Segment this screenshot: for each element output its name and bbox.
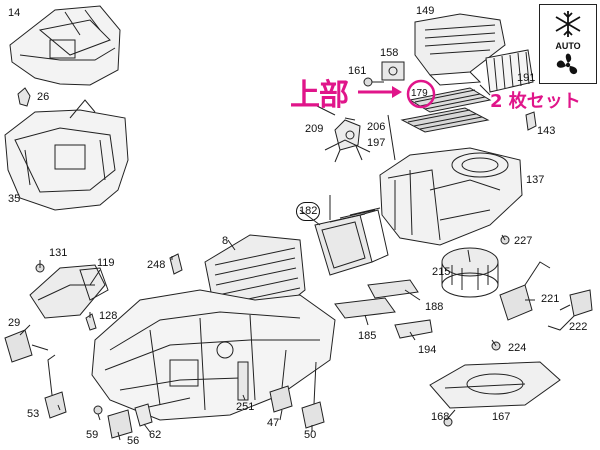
highlight-circle	[406, 79, 436, 109]
part-185-strip	[334, 297, 396, 319]
part-167-tray	[429, 361, 561, 409]
callout-143: 143	[537, 125, 556, 137]
part-137-blower-housing	[379, 147, 523, 246]
part-248-clip	[169, 253, 183, 275]
callout-35: 35	[8, 193, 21, 205]
part-251-bar	[237, 361, 249, 401]
callout-47: 47	[267, 417, 280, 429]
callout-251: 251	[236, 401, 255, 413]
part-143-clip	[525, 111, 537, 131]
fan-icon	[556, 53, 578, 75]
callout-29: 29	[8, 317, 21, 329]
part-119-duct	[29, 264, 109, 319]
part-182-seal	[314, 207, 389, 276]
callout-53: 53	[27, 408, 40, 420]
callout-179: 179	[411, 88, 428, 99]
callout-168: 168	[431, 411, 450, 423]
callout-50: 50	[304, 429, 317, 441]
part-59-screw	[93, 405, 103, 415]
part-149-cover	[414, 13, 506, 86]
callout-26: 26	[37, 91, 50, 103]
part-222-module	[547, 289, 593, 331]
callout-227: 227	[514, 235, 533, 247]
part-62-plate	[134, 403, 153, 427]
callout-128: 128	[99, 310, 118, 322]
callout-248: 248	[147, 259, 166, 271]
part-29-actuator	[4, 329, 49, 363]
annotation-top-label: 上部	[290, 78, 349, 113]
part-161-screw	[363, 77, 384, 87]
part-197-linkage	[324, 119, 371, 163]
part-47-actuator	[269, 349, 293, 413]
part-128-clip	[85, 313, 97, 331]
part-main-hvac-assembly	[91, 289, 336, 421]
part-191-filter-grid	[485, 49, 534, 93]
callout-131: 131	[49, 247, 68, 259]
callout-215: 215	[432, 266, 451, 278]
part-26-bracket	[17, 87, 31, 107]
part-215-blower-motor	[441, 247, 499, 298]
callout-191: 191	[517, 72, 536, 84]
callout-209: 209	[305, 123, 324, 135]
callout-8: 8	[222, 235, 229, 247]
callout-197: 197	[367, 137, 386, 149]
callout-56: 56	[127, 435, 140, 447]
callout-185: 185	[358, 330, 377, 342]
callout-167: 167	[492, 411, 511, 423]
part-194-bracket	[394, 319, 433, 339]
callout-222: 222	[569, 321, 588, 333]
part-56-block	[107, 409, 133, 439]
callout-221: 221	[541, 293, 560, 305]
callout-137: 137	[526, 174, 545, 186]
callout-119: 119	[97, 257, 115, 269]
callout-149: 149	[416, 5, 435, 17]
callout-14: 14	[8, 7, 21, 19]
snowflake-icon	[555, 11, 581, 37]
highlight-arrowhead	[392, 86, 402, 98]
part-221-module	[499, 261, 551, 321]
annotation-set-label: 2 枚セット	[490, 91, 581, 112]
part-53-actuator	[44, 354, 67, 419]
callout-62: 62	[149, 429, 162, 441]
callout-182: 182	[296, 202, 321, 221]
part-188-strip	[367, 279, 419, 299]
callout-158: 158	[380, 47, 399, 59]
part-14-upper-housing	[9, 5, 121, 86]
auto-panel: AUTO	[539, 4, 597, 84]
callout-188: 188	[425, 301, 444, 313]
part-35-lower-housing	[4, 99, 129, 211]
part-158-actuator	[381, 61, 405, 81]
part-50-actuator	[301, 361, 325, 429]
callout-206: 206	[367, 121, 386, 133]
callout-161: 161	[348, 65, 367, 77]
callout-224: 224	[508, 342, 527, 354]
auto-label: AUTO	[555, 41, 581, 51]
callout-194: 194	[418, 344, 437, 356]
part-179-filters	[400, 87, 492, 133]
callout-59: 59	[86, 429, 99, 441]
